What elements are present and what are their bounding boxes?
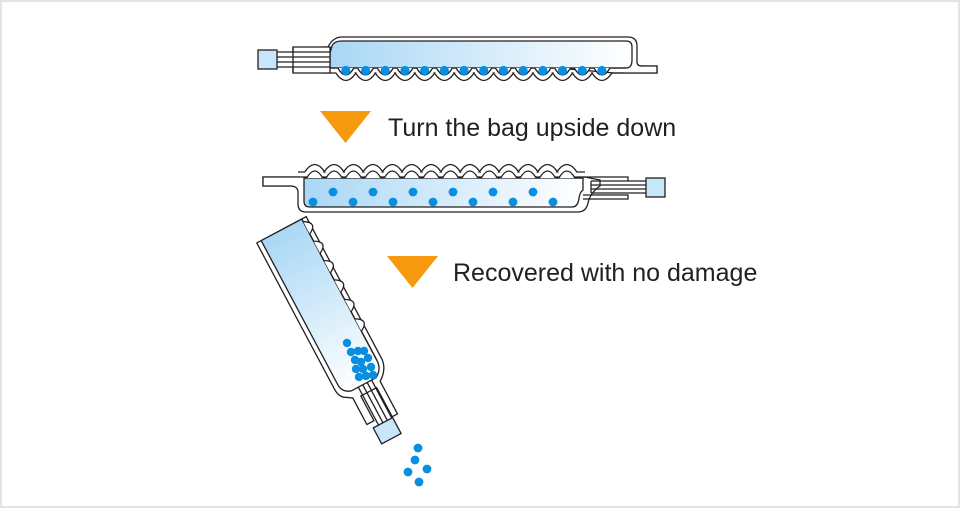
bead-group bbox=[341, 65, 607, 76]
bag-stage-1 bbox=[257, 36, 658, 82]
bead bbox=[468, 197, 478, 207]
pocket-row bbox=[304, 170, 583, 179]
port-tubes bbox=[357, 379, 393, 426]
bead bbox=[351, 364, 361, 374]
bead bbox=[328, 187, 338, 197]
bead bbox=[354, 372, 364, 382]
bead bbox=[363, 353, 373, 363]
bead bbox=[408, 187, 418, 197]
bead bbox=[400, 65, 410, 76]
bead bbox=[508, 197, 518, 207]
bead bbox=[548, 197, 558, 207]
falling-bead bbox=[413, 443, 423, 453]
port-tubes bbox=[277, 46, 331, 74]
step-2-marker: Recovered with no damage bbox=[387, 256, 757, 288]
connector-cap bbox=[372, 416, 402, 445]
bead bbox=[346, 347, 356, 357]
bead bbox=[348, 197, 358, 207]
bead-group bbox=[308, 187, 558, 207]
bag-liquid-fill bbox=[329, 40, 633, 69]
falling-bead-group bbox=[403, 443, 432, 487]
bead bbox=[488, 187, 498, 197]
bead bbox=[557, 65, 568, 76]
bead bbox=[358, 364, 368, 374]
connector-cap bbox=[645, 177, 666, 198]
pocket-row-outer bbox=[298, 163, 585, 173]
bead bbox=[538, 65, 548, 76]
bag-pocket-scallops bbox=[298, 163, 585, 179]
pocket-row-outer bbox=[322, 72, 624, 82]
down-triangle-icon bbox=[320, 111, 371, 143]
falling-bead bbox=[403, 467, 413, 477]
bag-stage-3 bbox=[255, 215, 432, 487]
bead bbox=[359, 346, 369, 356]
connector-cap bbox=[257, 49, 278, 70]
bead bbox=[361, 371, 371, 381]
bead bbox=[341, 65, 351, 76]
bead bbox=[368, 370, 378, 380]
bag-stage-2 bbox=[262, 163, 666, 213]
falling-bead bbox=[414, 477, 424, 487]
bead bbox=[356, 357, 366, 367]
down-triangle-icon bbox=[387, 256, 438, 288]
bag-liquid-fill bbox=[303, 177, 584, 208]
step-1-label: Turn the bag upside down bbox=[388, 114, 676, 142]
bead bbox=[360, 65, 371, 76]
port-tubes bbox=[583, 176, 646, 200]
bead bbox=[353, 346, 363, 356]
falling-bead bbox=[422, 464, 432, 474]
falling-bead bbox=[410, 455, 420, 465]
bead-group bbox=[342, 338, 378, 382]
bead bbox=[498, 65, 509, 76]
step-2-label: Recovered with no damage bbox=[453, 259, 757, 287]
bead bbox=[308, 197, 318, 207]
bead bbox=[528, 187, 538, 197]
bead bbox=[577, 65, 587, 76]
bead bbox=[380, 65, 390, 76]
bead bbox=[448, 187, 458, 197]
bead bbox=[479, 65, 489, 76]
bead bbox=[388, 197, 398, 207]
bead bbox=[420, 65, 430, 76]
bead bbox=[342, 338, 352, 348]
bead bbox=[518, 65, 528, 76]
bead bbox=[366, 362, 376, 372]
bead bbox=[459, 65, 469, 76]
bead bbox=[439, 65, 449, 76]
bead bbox=[597, 65, 607, 76]
bead bbox=[428, 197, 438, 207]
bead bbox=[368, 187, 378, 197]
step-1-marker: Turn the bag upside down bbox=[320, 111, 676, 143]
